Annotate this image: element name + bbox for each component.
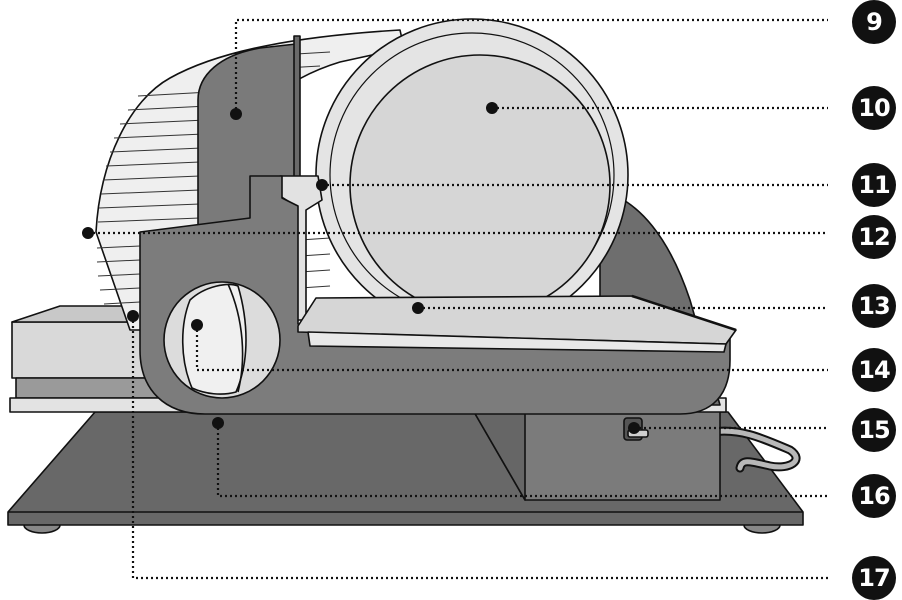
callout-10: 10	[852, 86, 896, 130]
housing	[139, 175, 731, 415]
callout-16: 16	[852, 474, 896, 518]
dot-9	[230, 108, 242, 120]
dot-17	[127, 310, 139, 322]
leader-9	[234, 18, 828, 114]
dot-11	[316, 179, 328, 191]
dot-14	[191, 319, 203, 331]
dot-15	[628, 422, 640, 434]
callout-14: 14	[852, 348, 896, 392]
callout-11: 11	[852, 163, 896, 207]
dot-10	[486, 102, 498, 114]
callout-9: 9	[852, 0, 896, 44]
callout-12: 12	[852, 215, 896, 259]
callout-13: 13	[852, 284, 896, 328]
dot-13	[412, 302, 424, 314]
callout-17: 17	[852, 556, 896, 600]
leader-17	[131, 316, 828, 580]
dot-12	[82, 227, 94, 239]
callout-15: 15	[852, 408, 896, 452]
callout-leaders	[88, 18, 828, 580]
leader-14	[195, 325, 828, 372]
dot-16	[212, 417, 224, 429]
